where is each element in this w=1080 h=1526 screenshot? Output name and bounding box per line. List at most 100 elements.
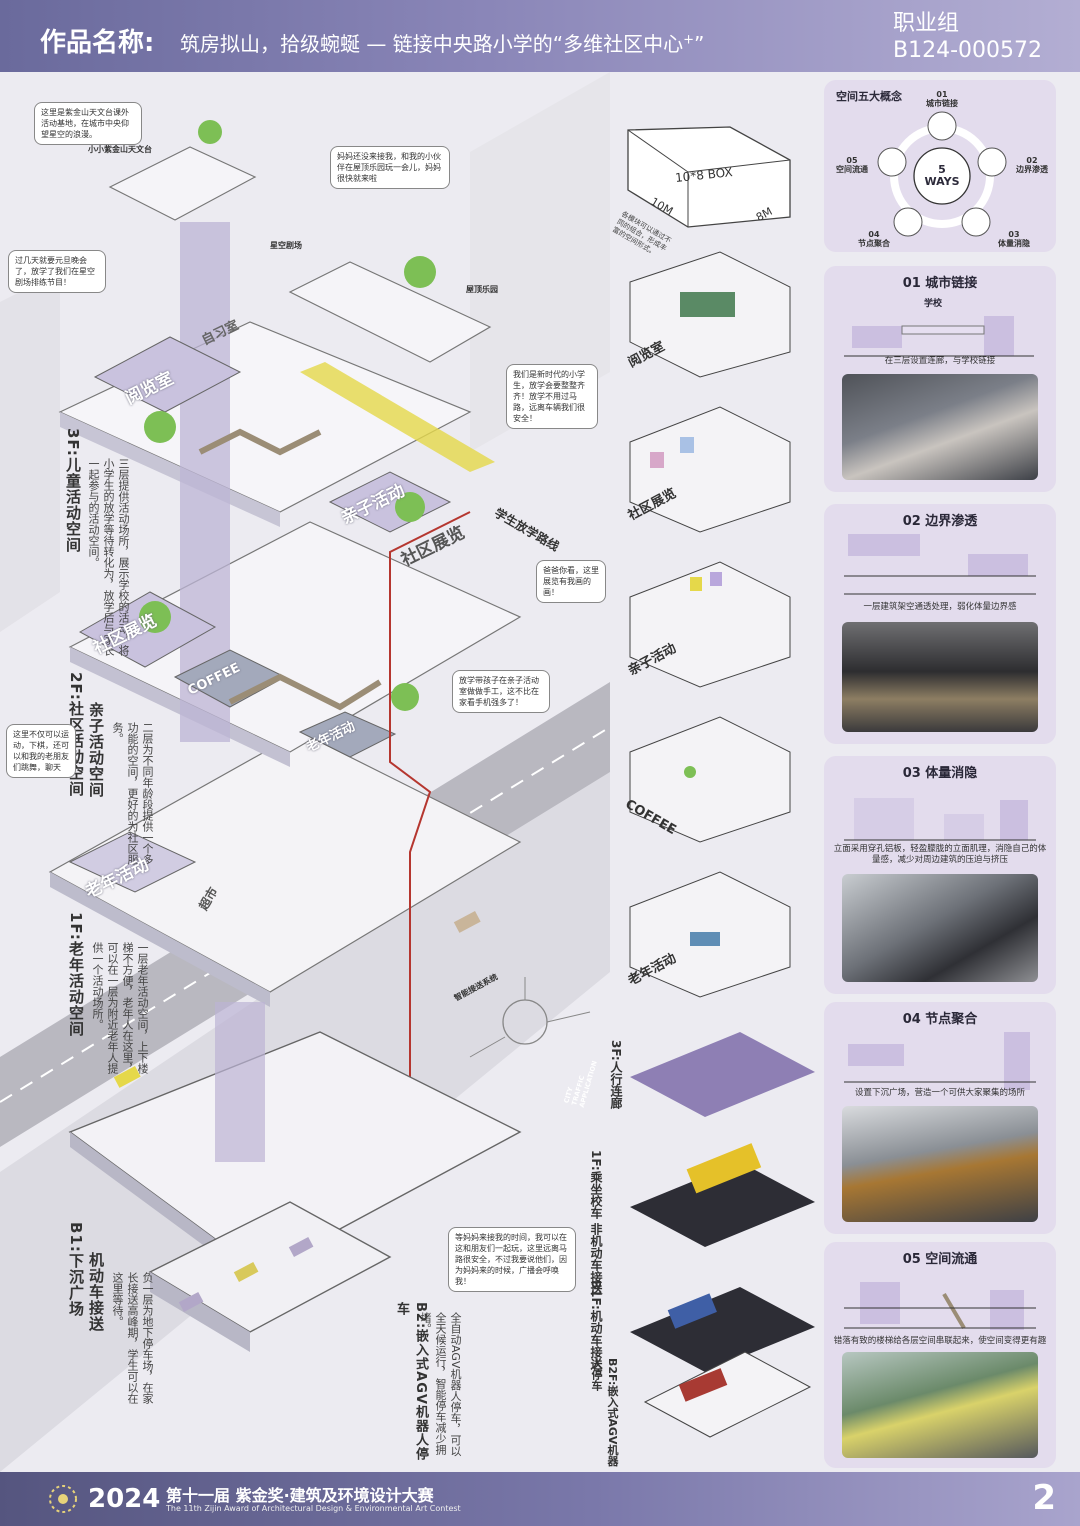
way-02-num: 02 [1026, 156, 1038, 165]
module-reading [93, 336, 242, 413]
link [469, 1036, 506, 1058]
card-05-diagram [844, 1282, 1036, 1330]
footer-contest-en: The 11th Zijin Award of Architectural De… [166, 1504, 461, 1513]
footer: 2024 第十一届 紫金奖·建筑及环境设计大赛 The 11th Zijin A… [0, 1472, 1080, 1526]
box-reading [629, 251, 791, 378]
traffic-level-b1f-code: B1F: [589, 1280, 603, 1310]
concept-card-02: 02 边界渗透 一层建筑架空通透处理，弱化体量边界感 [824, 504, 1056, 744]
module-column: 10*8 BOX 10M 8M 各模块可以通过不同的组合，形成丰富的空间形式。 … [552, 72, 820, 1472]
entry-code: B124-000572 [892, 38, 1042, 63]
group-info: 职业组 B124-000572 [893, 10, 1042, 64]
floor-desc-1f: 一层老年活动空间，上下楼梯不方便，老年人在这里，可以在一层为附近老年人提供一个活… [91, 942, 149, 1074]
way-01-num: 01 [936, 90, 948, 99]
way-02-name: 边界渗透 [1016, 165, 1048, 174]
link [546, 1011, 591, 1023]
card-05-caption: 错落有致的楼梯给各层空间串联起来，使空间变得更有趣 [833, 1336, 1047, 1346]
floor-desc-b2: 全自动AGV机器人停车，可以全天候运行，智能停车减少拥堵。 [419, 1312, 462, 1457]
card-04-caption: 设置下沉广场，营造一个可供大家聚集的场所 [854, 1088, 1025, 1098]
concept-card-03: 03 体量消隐 立面采用穿孔铝板，轻盈朦胧的立面肌理，消隐自己的体量感，减少对周… [824, 756, 1056, 994]
way-05-num: 05 [846, 156, 858, 165]
traffic-level-1f-label: 乘坐校车 非机动车接送 [589, 1170, 603, 1295]
bg-building [470, 72, 610, 452]
five-ways-center: 5 WAYS [924, 163, 960, 188]
way-05-name: 空间流通 [836, 165, 868, 174]
box-family [629, 561, 791, 688]
five-ways-diagram [877, 111, 1007, 237]
card-01-photo [842, 374, 1038, 480]
way-03-name: 体量消隐 [998, 239, 1030, 248]
car [233, 1261, 259, 1282]
callout-observatory: 小小紫金山天文台 [88, 145, 152, 154]
project-title-end: ” [693, 32, 705, 56]
traffic-level-1f-code: 1F: [589, 1150, 603, 1171]
level-1f [630, 1162, 815, 1247]
header: 作品名称: 筑房拟山，拾级蜿蜒 — 链接中央路小学的“多维社区中心+” 职业组 … [0, 0, 1080, 72]
tree [395, 492, 425, 522]
concept-card-05: 05 空间流通 错落有致的楼梯给各层空间串联起来，使空间变得更有趣 [824, 1242, 1056, 1468]
way-04-num: 04 [868, 230, 880, 239]
zijin-logo-icon [49, 1485, 77, 1513]
tree [391, 683, 419, 711]
page-number: 2 [1032, 1478, 1056, 1518]
floor-title-3f: 3F:儿童活动空间 [64, 428, 82, 553]
card-02-title: 02 边界渗透 [902, 514, 978, 529]
blue-car [667, 1293, 717, 1329]
stair-3f [198, 428, 322, 456]
red-car [678, 1368, 728, 1402]
concept-title: 空间五大概念 [836, 90, 902, 103]
axonometric-diagram: 3F:儿童活动空间 三层提供活动场所，展示学校的活动，将小学生的放学等待转化为，… [0, 72, 610, 1472]
note-elderly: 这里不仅可以运动，下棋，还可以和我的老朋友们跳舞，聊天 [6, 724, 76, 778]
way-03-num: 03 [1008, 230, 1020, 239]
level-b1f [630, 1287, 815, 1372]
level-b2f [643, 1351, 812, 1438]
floor-desc-b1: 负一层为地下停车场，在家长接送高峰期，学生可以在这里等待。 [111, 1272, 154, 1404]
note-observatory: 这里是紫金山天文台课外活动基地，在城市中央仰望星空的浪漫。 [34, 102, 142, 145]
group-name: 职业组 [892, 11, 959, 36]
note-family: 放学带孩子在亲子活动室做做手工，这不比在家看手机强多了！ [452, 670, 550, 713]
traffic-level-b2f-label: 嵌入式AGV机器人停车 [590, 1358, 619, 1467]
concept-card-04: 04 节点聚合 设置下沉广场，营造一个可供大家聚集的场所 [824, 1002, 1056, 1234]
footer-contest-cn: 第十一届 紫金奖·建筑及环境设计大赛 [166, 1486, 434, 1505]
card-03-photo [842, 874, 1038, 982]
card-01-title: 01 城市链接 [902, 276, 978, 291]
floor-desc-2f: 二层为不同年龄段提供一个多功能的空间，更好的为社区服务。 [111, 722, 154, 865]
tree [144, 411, 176, 443]
level-3f [630, 1032, 815, 1117]
card-03-diagram [844, 798, 1036, 841]
concept-card-01: 01 城市链接 学校 在三层设置连廊，与学校链接 [824, 266, 1056, 492]
pedestrian-bridge [300, 362, 495, 472]
callout-star-theater: 星空剧场 [270, 241, 302, 250]
note-exhibit: 爸爸你看，这里展览有我画的画！ [536, 560, 606, 603]
card-04-title: 04 节点聚合 [902, 1012, 978, 1027]
b2-edge [150, 1272, 250, 1352]
way-04-name: 节点聚合 [858, 239, 890, 248]
card-05-title: 05 空间流通 [902, 1252, 978, 1267]
box-coffee [629, 716, 791, 843]
b2-parking [148, 1201, 392, 1333]
car [288, 1236, 314, 1257]
project-title-sup: + [683, 32, 694, 48]
roof-garden [288, 261, 492, 363]
card-05-photo [842, 1352, 1038, 1458]
floor-title-1f: 1F:老年活动空间 [67, 912, 85, 1037]
card-01-caption: 在三层设置连廊，与学校链接 [884, 356, 996, 366]
observatory-deck [108, 146, 257, 221]
tree [404, 256, 436, 288]
traffic-level-3f-label: 人行连廊 [609, 1060, 623, 1109]
car [453, 911, 481, 933]
card-01-diagram [844, 316, 1034, 357]
floor-title-b1-b: 机动车接送 [87, 1252, 105, 1332]
traffic-level-b2f: B2F:嵌入式AGV机器人停车 [588, 1358, 620, 1472]
tree [198, 120, 222, 144]
card-03-caption: 立面采用穿孔铝板，轻盈朦胧的立面肌理，消隐自己的体量感，减少对周边建筑的压迫与挤… [833, 844, 1047, 865]
note-theater: 过几天就要元旦晚会了，放学了我们在星空剧场排练节目！ [8, 250, 106, 293]
traffic-level-b2f-code: B2F: [606, 1358, 619, 1386]
tree [139, 601, 171, 633]
way-01-name: 城市链接 [926, 99, 958, 108]
stair-2f [228, 673, 382, 711]
